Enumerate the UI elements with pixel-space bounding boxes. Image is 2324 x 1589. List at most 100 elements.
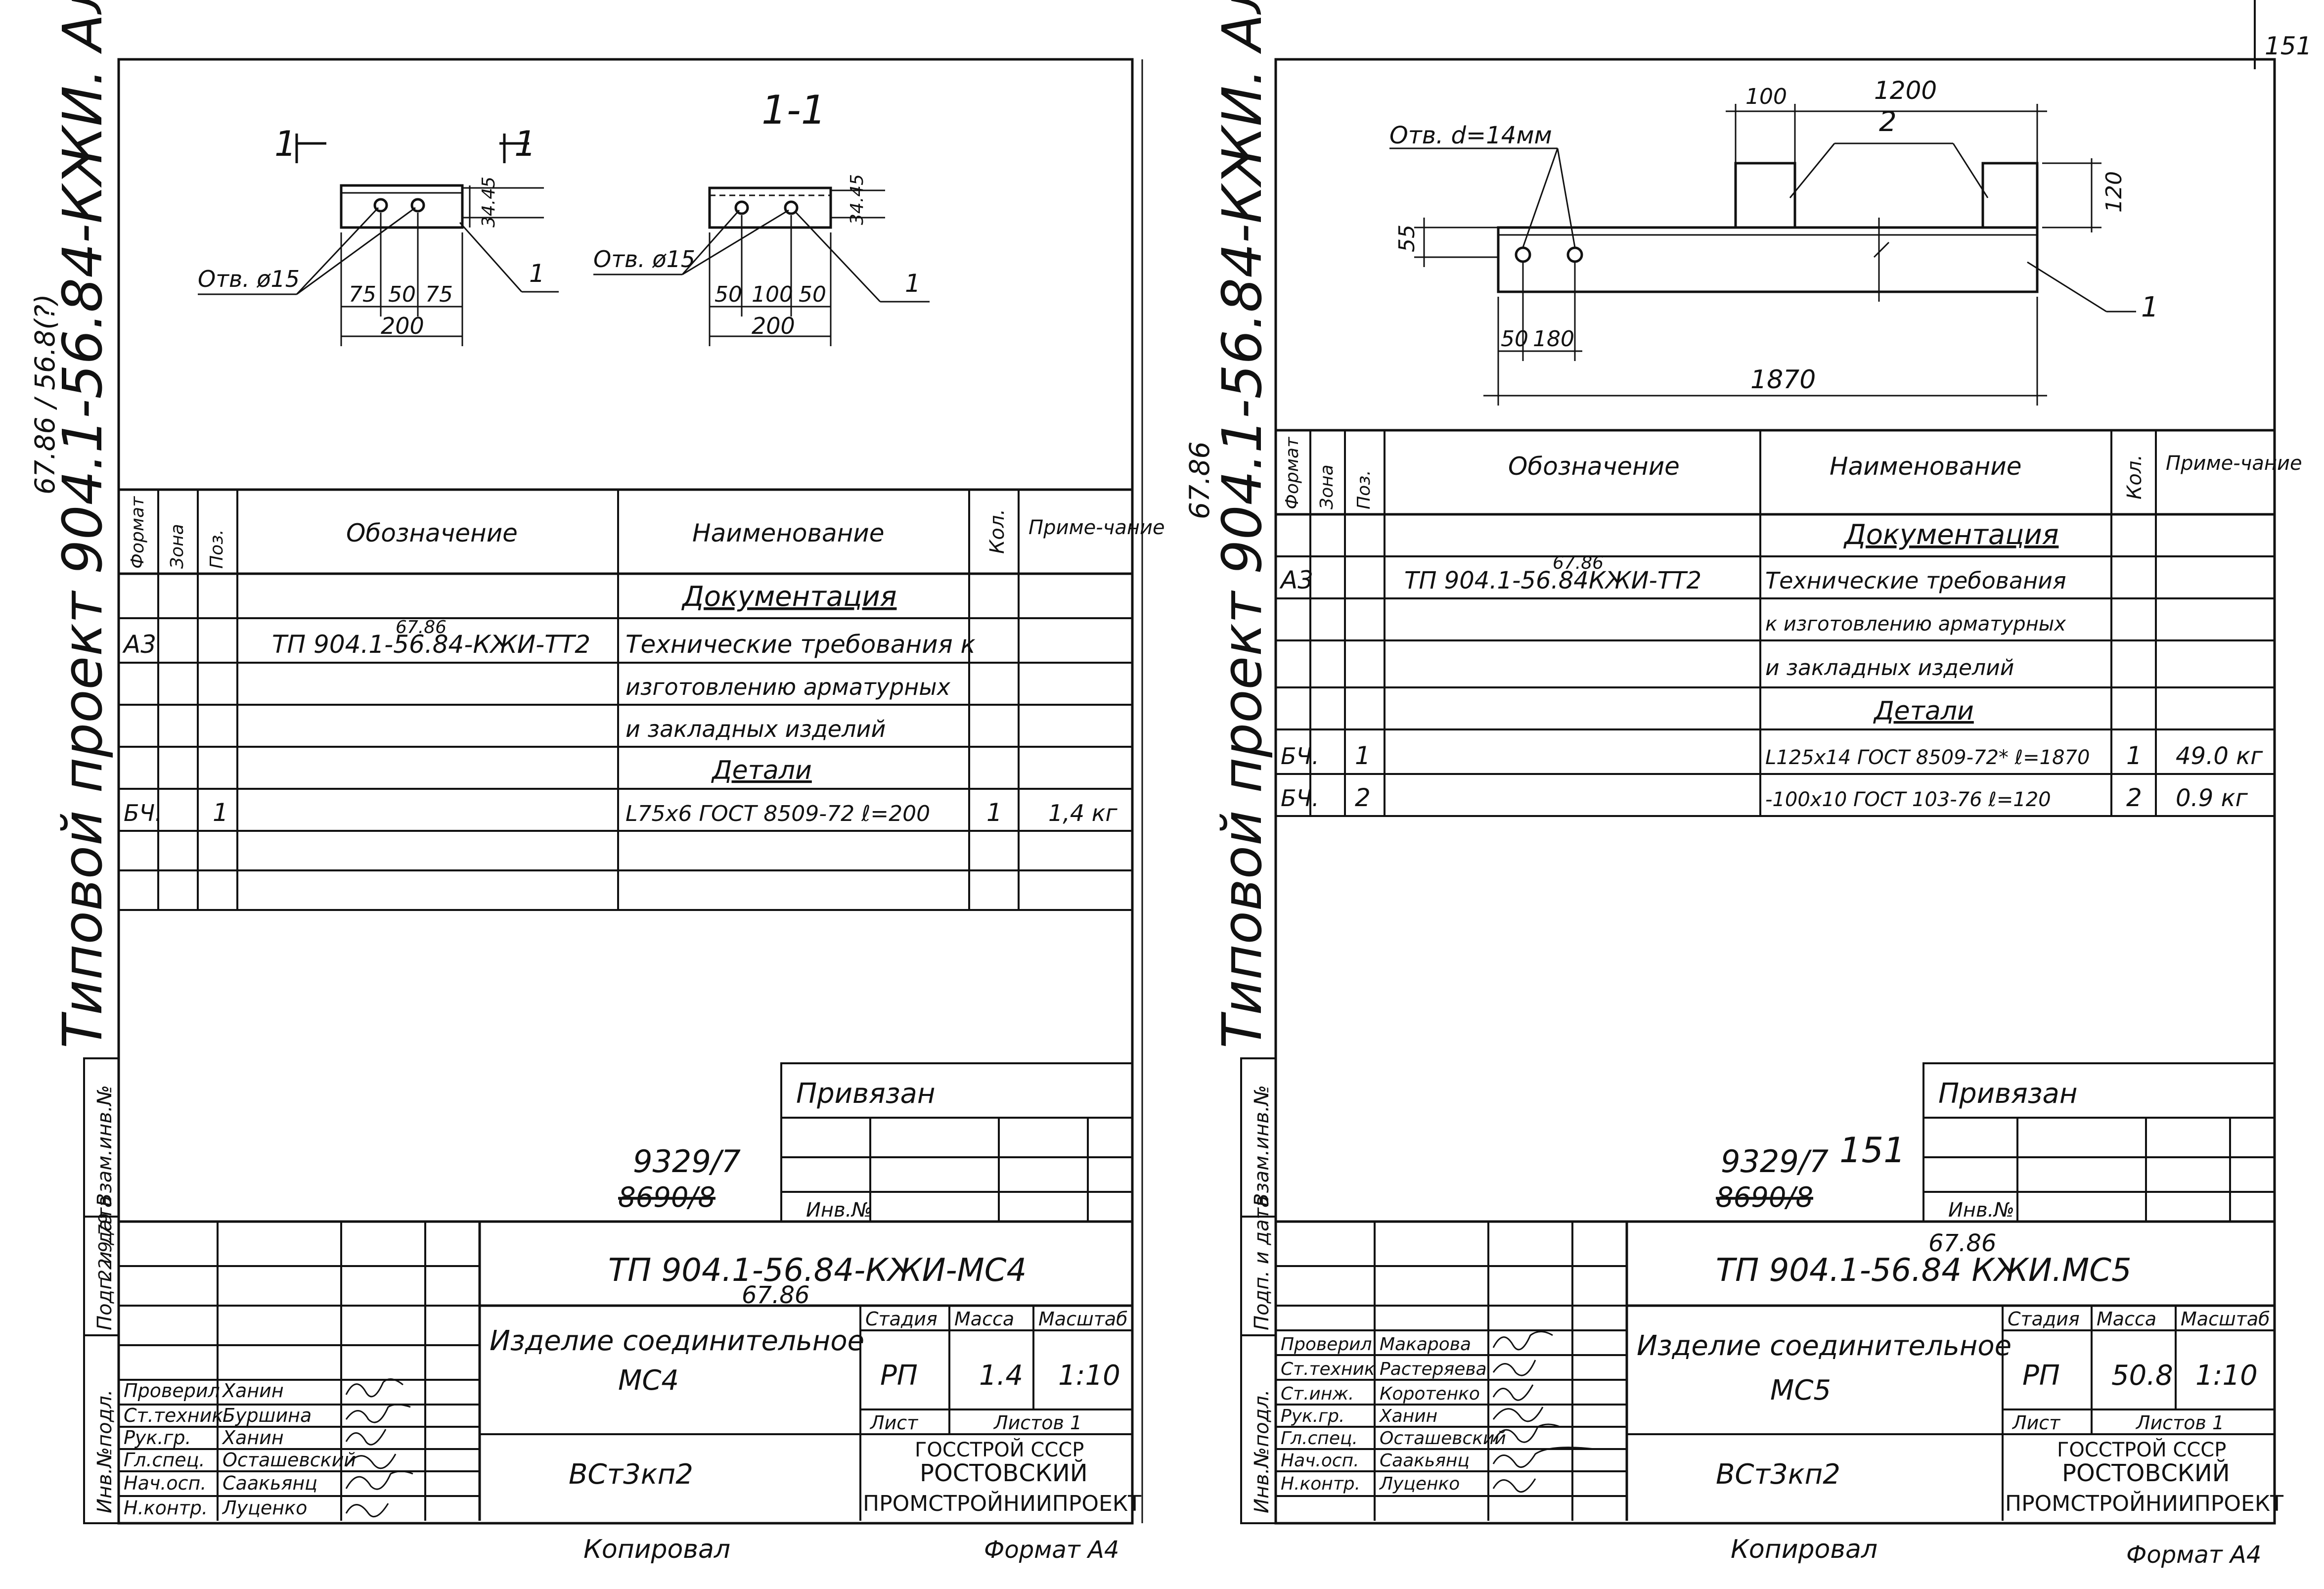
right-dim-50: 50	[1501, 326, 1528, 352]
left-section-mark-a: 1	[274, 124, 297, 164]
left-stamp-date: 22.9.79	[95, 1213, 116, 1281]
right-sheets-label: Листов 1	[2135, 1412, 2224, 1434]
right-spec-r2-code-note: 67.86	[1553, 553, 1604, 573]
right-inv-no-label: Инв.№	[1948, 1199, 2014, 1222]
left-plan-thk: 34.45	[479, 177, 499, 227]
right-stamp-replace: Взам.инв.№	[1251, 1085, 1273, 1207]
left-mass-label: Масса	[954, 1308, 1014, 1330]
right-signer-role-6: Нач.осп.	[1281, 1451, 1359, 1471]
right-dim-1870: 1870	[1750, 365, 1816, 395]
left-spec-grid	[119, 488, 1132, 911]
left-spec-h-note: Приме-чание	[1028, 516, 1165, 539]
right-spec-r5-name: Детали	[1873, 696, 1974, 726]
right-privyazan-label: Привязан	[1938, 1078, 2077, 1110]
right-spec-h-format: Формат	[1282, 437, 1302, 509]
right-material: ВСт3кп2	[1716, 1458, 1840, 1491]
left-signer-name-4: Осташевский	[223, 1449, 356, 1471]
right-pos-2: 2	[1879, 106, 1897, 138]
right-signer-role-7: Н.контр.	[1281, 1474, 1360, 1494]
left-order-no: 9329/7	[633, 1143, 741, 1180]
left-plan-pos: 1	[529, 259, 545, 288]
right-mass-label: Масса	[2097, 1308, 2156, 1330]
right-spec-r6-qty: 1	[2126, 741, 2142, 770]
right-signer-name-2: Растеряева	[1380, 1359, 1487, 1379]
right-signer-name-5: Осташевский	[1380, 1428, 1506, 1449]
right-order-extra: 151	[1839, 1130, 1906, 1171]
left-sheet-frame	[117, 58, 1134, 1525]
right-spec-r7-note: 0.9 кг	[2176, 784, 2248, 812]
right-org-2: РОСТОВСКИЙ	[2062, 1459, 2230, 1487]
left-signer-name-2: Буршина	[223, 1405, 312, 1426]
left-org-2: РОСТОВСКИЙ	[920, 1459, 1088, 1487]
left-spec-r2-code-note: 67.86	[396, 617, 447, 637]
left-stamp-sign: Подп. и дата	[93, 1196, 116, 1330]
right-spec-r2-fmt: А3	[1279, 566, 1313, 594]
right-signer-name-4: Ханин	[1379, 1406, 1437, 1426]
left-spec-r3-name: изготовлению арматурных	[626, 674, 951, 700]
right-hole-label: Отв. d=14мм	[1389, 122, 1552, 149]
right-spec-r2-name: Технические требования	[1765, 567, 2066, 594]
left-side-title: Типовой проект 904.1-56.84-КЖИ. Альбом 8…	[51, 0, 114, 1048]
right-spec-h-qty: Кол.	[2123, 454, 2146, 499]
left-title: Изделие соединительное	[490, 1325, 864, 1357]
left-signer-role-2: Ст.техник	[124, 1405, 223, 1426]
right-privyazan-grid	[1922, 1062, 2276, 1223]
right-title: Изделие соединительное	[1637, 1330, 2011, 1362]
left-doc-code: ТП 904.1-56.84-КЖИ-МС4	[608, 1252, 1027, 1289]
right-spec-h-note: Приме-чание	[2166, 452, 2302, 475]
left-spec-r2-code: ТП 904.1-56.84-КЖИ-ТТ2	[272, 630, 590, 659]
left-sheets-label: Листов 1	[993, 1412, 1082, 1434]
right-signatures	[1492, 1331, 1595, 1493]
right-spec-r2-code: ТП 904.1-56.84КЖИ-ТТ2	[1404, 567, 1701, 594]
left-stage: РП	[880, 1360, 918, 1392]
left-section-hole-label: Отв. ø15	[593, 246, 695, 272]
right-dim-1200: 1200	[1874, 76, 1937, 105]
left-spec-r5-name: Детали	[711, 756, 812, 785]
right-title-block-grid	[1276, 1220, 2275, 1521]
left-org-3: ПРОМСТРОЙНИИПРОЕКТ	[863, 1490, 1141, 1516]
left-section-dim-3: 50	[799, 282, 826, 307]
left-spec-r6-pos: 1	[213, 798, 228, 827]
left-signer-role-1: Проверил	[124, 1380, 220, 1402]
left-plan-dim-2: 50	[388, 282, 416, 307]
left-spec-r6-fmt: БЧ.	[124, 800, 162, 826]
right-spec-r7-qty: 2	[2126, 783, 2142, 812]
right-spec-r6-note: 49.0 кг	[2176, 742, 2263, 770]
right-spec-grid	[1276, 429, 2275, 817]
right-org-3: ПРОМСТРОЙНИИПРОЕКТ	[2005, 1490, 2283, 1516]
left-spec-h-code: Обозначение	[346, 519, 518, 547]
left-side-title-correction: 67.86 / 56.8(?)	[29, 294, 61, 495]
right-spec-r4-name: и закладных изделий	[1765, 655, 2014, 681]
right-spec-r6-name: L125х14 ГОСТ 8509-72* ℓ=1870	[1765, 746, 2090, 769]
right-spec-r6-fmt: БЧ.	[1281, 743, 1319, 770]
right-spec-h-pos: Поз.	[1354, 470, 1374, 509]
right-spec-r1-name: Документация	[1843, 519, 2058, 551]
left-section-dim-2: 100	[752, 282, 793, 307]
right-dim-120: 120	[2101, 171, 2127, 213]
left-section-dim-1: 50	[715, 282, 742, 307]
left-section-thk: 34.45	[847, 174, 867, 225]
left-scale-label: Масштаб	[1038, 1308, 1128, 1330]
right-signer-role-3: Ст.инж.	[1281, 1384, 1354, 1404]
page-number: 151	[2265, 32, 2312, 60]
left-signer-name-6: Луценко	[222, 1497, 307, 1519]
right-spec-h-zone: Зона	[1317, 464, 1337, 509]
left-title-mark: МС4	[618, 1364, 679, 1397]
right-spec-r6-pos: 1	[1355, 741, 1371, 770]
left-stamp-replace: Взам.инв.№	[93, 1085, 116, 1207]
right-org-1: ГОССТРОЙ СССР	[2057, 1438, 2226, 1461]
right-dim-100: 100	[1745, 84, 1787, 109]
right-signer-name-3: Коротенко	[1380, 1384, 1480, 1404]
left-copied-label: Копировал	[583, 1535, 730, 1564]
left-signer-role-5: Нач.осп.	[124, 1472, 206, 1494]
left-section-drawing	[593, 186, 930, 346]
right-spec-r7-pos: 2	[1355, 783, 1371, 812]
left-side-stamp	[83, 1057, 120, 1524]
left-section-title: 1-1	[761, 87, 826, 133]
left-order-no-old: 8690/8	[618, 1181, 715, 1214]
right-format-label: Формат А4	[2126, 1541, 2261, 1569]
left-plan-drawing	[198, 134, 559, 346]
left-spec-r6-note: 1,4 кг	[1048, 800, 1118, 826]
right-spec-r7-name: -100х10 ГОСТ 103-76 ℓ=120	[1765, 788, 2051, 811]
